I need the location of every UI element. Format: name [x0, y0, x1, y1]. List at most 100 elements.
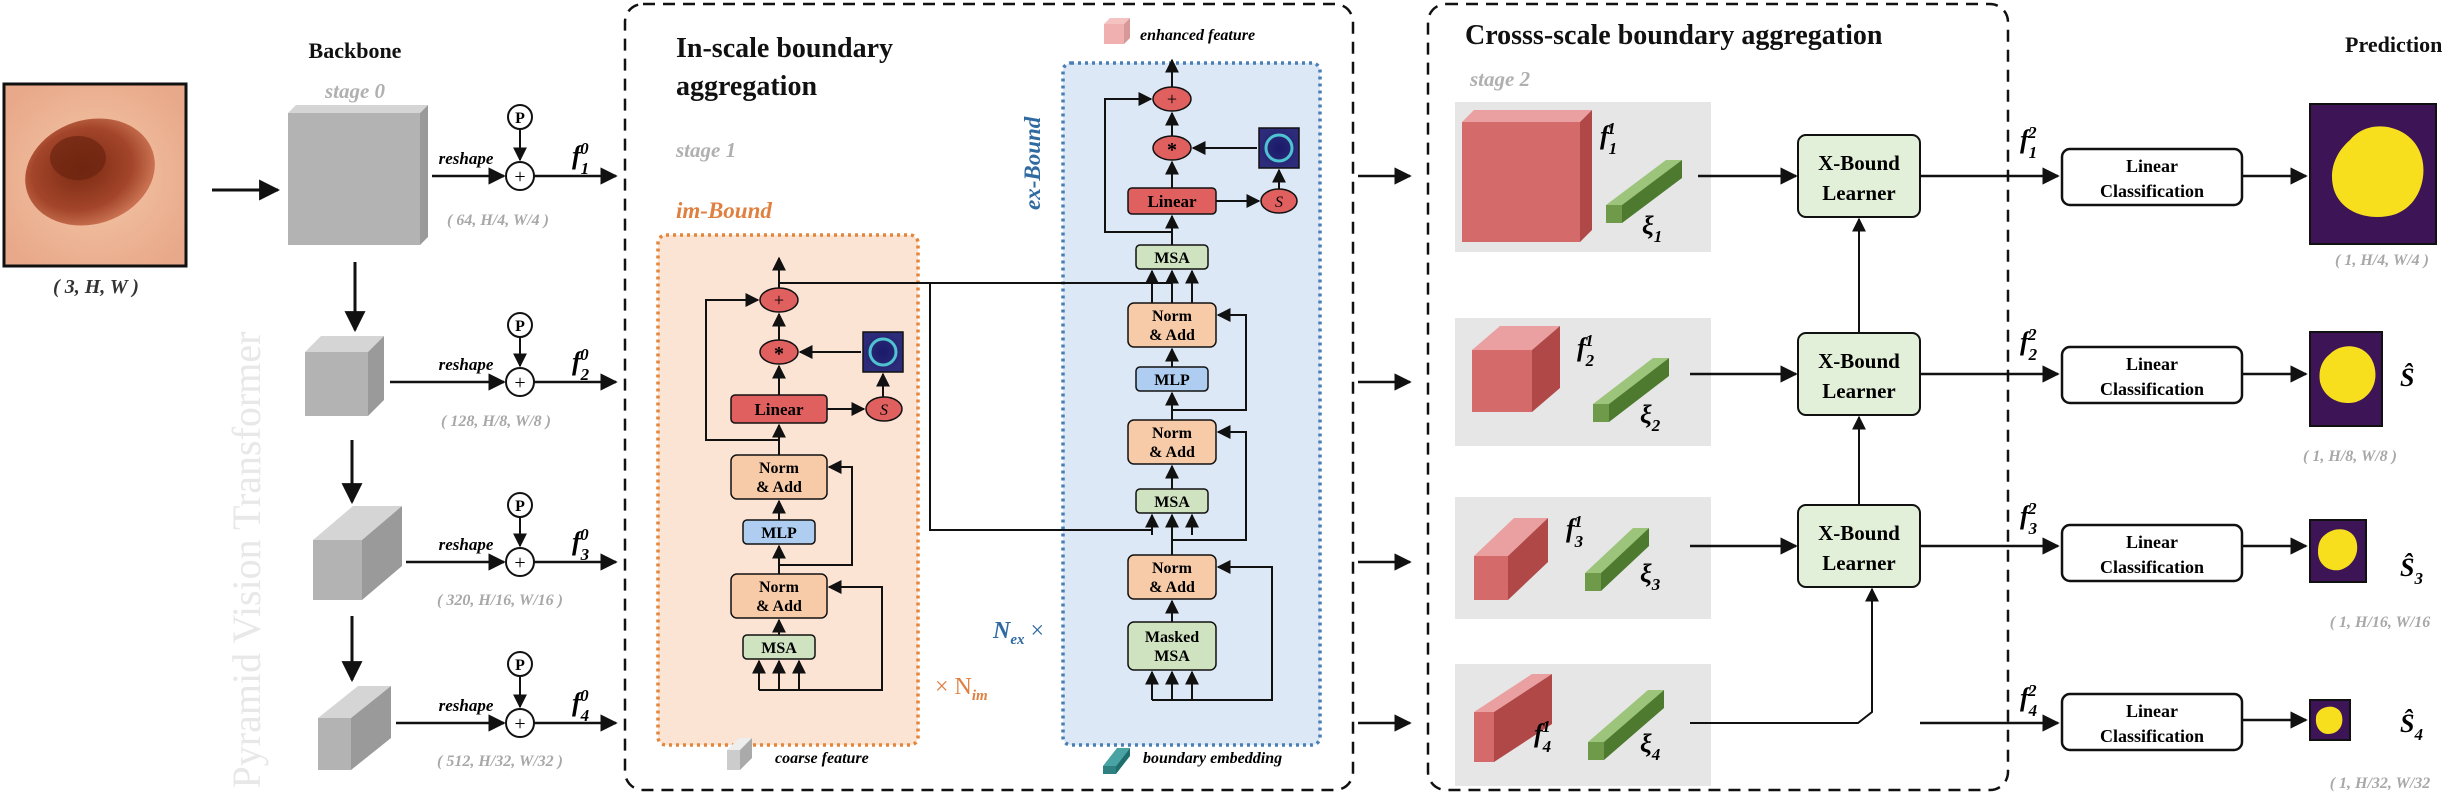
- ex-bound-block: + * Linear S MSA Norm & Add MLP Norm & A…: [1104, 58, 1300, 701]
- pred-dims: ( 1, H/4, W/4 ): [2335, 252, 2429, 269]
- pred-dims: ( 1, H/32, W/32: [2330, 775, 2431, 792]
- cross-f-label-3: f31: [1566, 512, 1584, 551]
- f-label: f10: [572, 139, 589, 178]
- learner-line2: Learner: [1822, 181, 1895, 205]
- pred-f-label: f32: [2020, 499, 2038, 538]
- predictions-title: Predictions: [2345, 32, 2442, 57]
- boundary-embedding-icon: [1103, 748, 1130, 774]
- x-bound-learner-2: X-Bound Learner: [1797, 332, 1921, 416]
- prediction-row-3: f32 Linear Classification Ŝ3 ( 1, H/16, …: [1920, 499, 2430, 631]
- cross-f-label-2: f21: [1577, 331, 1595, 370]
- classifier-line1: Linear: [2126, 532, 2178, 552]
- pred-s-label: Ŝ3: [2400, 553, 2423, 588]
- feat4-to-learner-3: [1690, 587, 1879, 724]
- legend-coarse: coarse feature: [775, 750, 869, 767]
- pred-s-label: Ŝ: [2400, 363, 2414, 392]
- reshape-label: reshape: [439, 355, 494, 374]
- ex-norm-add-3-line2: & Add: [1149, 579, 1195, 596]
- reshape-label: reshape: [439, 535, 494, 554]
- reshape-row-2: P + reshape f20 ( 128, H/8, W/8 ): [390, 312, 618, 430]
- p-symbol: P: [515, 318, 525, 335]
- ex-boundary-ring: [1264, 133, 1294, 163]
- plus-symbol: +: [514, 713, 525, 735]
- im-linear: Linear: [754, 400, 804, 419]
- linear-classification-box: [2060, 692, 2244, 752]
- classifier-line1: Linear: [2126, 354, 2178, 374]
- in-scale-stage-label: stage 1: [675, 138, 736, 162]
- dims-label: ( 64, H/4, W/4 ): [447, 212, 549, 229]
- plus-symbol: +: [514, 552, 525, 574]
- learner-line1: X-Bound: [1818, 521, 1900, 545]
- dims-label: ( 320, H/16, W/16 ): [437, 592, 563, 609]
- ex-s-label: S: [1275, 194, 1283, 211]
- im-s-label: S: [880, 402, 888, 419]
- linear-classification-box: [2060, 523, 2244, 583]
- dims-label: ( 512, H/32, W/32 ): [437, 753, 563, 770]
- f-label: f40: [572, 686, 589, 725]
- pred-s-label: Ŝ4: [2400, 709, 2423, 744]
- p-symbol: P: [515, 110, 525, 127]
- pred-f-label: f22: [2020, 325, 2038, 364]
- learner-line2: Learner: [1822, 551, 1895, 575]
- f-label: f30: [572, 525, 590, 564]
- classifier-line2: Classification: [2100, 557, 2204, 577]
- cross-f-label-1: f11: [1600, 119, 1616, 158]
- pred-f-label: f42: [2020, 681, 2037, 720]
- lesion-blob: [2315, 706, 2343, 734]
- learner-line1: X-Bound: [1818, 349, 1900, 373]
- im-bound-title: im-Bound: [676, 198, 772, 223]
- backbone-cube-1: [288, 105, 428, 245]
- im-repeat-label: × Nim: [935, 674, 988, 704]
- green-token-1: [1606, 160, 1682, 223]
- reshape-label: reshape: [439, 696, 494, 715]
- lesion-blob: [2318, 529, 2358, 571]
- green-token-3: [1585, 528, 1649, 591]
- enhanced-feature-icon: [1104, 18, 1130, 44]
- ex-masked-msa-line2: MSA: [1154, 648, 1190, 665]
- in-scale-panel: [623, 2, 1355, 792]
- backbone-cube-4: [318, 686, 391, 770]
- im-norm-add-1-line2: & Add: [756, 479, 802, 496]
- legend-boundary: boundary embedding: [1143, 750, 1282, 767]
- im-star: *: [774, 343, 784, 365]
- reshape-row-4: P + reshape f40 ( 512, H/32, W/32 ): [396, 651, 618, 770]
- learner-line2: Learner: [1822, 379, 1895, 403]
- pred-dims: ( 1, H/16, W/16: [2330, 614, 2431, 631]
- im-plus: +: [774, 290, 784, 310]
- classifier-line2: Classification: [2100, 726, 2204, 746]
- ex-star: *: [1167, 139, 1177, 161]
- ex-norm-add-3-line1: Norm: [1152, 560, 1193, 577]
- x-bound-learner-3: X-Bound Learner: [1797, 504, 1921, 588]
- learner-line1: X-Bound: [1818, 151, 1900, 175]
- classifier-line1: Linear: [2126, 701, 2178, 721]
- im-boundary-ring: [868, 337, 898, 367]
- cross-scale-title: Crosss-scale boundary aggregation: [1465, 20, 1883, 51]
- ex-msa-mid: MSA: [1154, 494, 1190, 511]
- reshape-label: reshape: [439, 149, 494, 168]
- input-shape-label: ( 3, H, W ): [53, 276, 139, 298]
- im-mlp: MLP: [761, 525, 797, 542]
- backbone-title: Backbone: [309, 38, 402, 63]
- prediction-row-1: f12 Linear Classification ( 1, H/4, W/4 …: [1920, 103, 2437, 269]
- backbone-cube-3: [313, 506, 402, 600]
- cross-scale-stage-label: stage 2: [1469, 67, 1531, 91]
- im-msa: MSA: [761, 640, 797, 657]
- legend-enhanced: enhanced feature: [1140, 27, 1255, 44]
- ex-bound-title: ex-Bound: [1020, 116, 1045, 210]
- ex-masked-msa-line1: Masked: [1145, 629, 1199, 646]
- ex-plus: +: [1167, 89, 1177, 109]
- pred-f-label: f12: [2020, 123, 2037, 162]
- prediction-row-4: f42 Linear Classification Ŝ4 ( 1, H/32, …: [1920, 681, 2430, 792]
- backbone-cube-2: [305, 336, 384, 416]
- lesion-blob: [2331, 126, 2424, 217]
- green-token-4: [1588, 690, 1664, 760]
- ex-norm-add-1-line2: & Add: [1149, 327, 1195, 344]
- dims-label: ( 128, H/8, W/8 ): [441, 413, 551, 430]
- x-bound-learner-1: X-Bound Learner: [1797, 134, 1921, 218]
- f-label: f20: [572, 345, 590, 384]
- plus-symbol: +: [514, 372, 525, 394]
- green-token-2: [1593, 358, 1669, 422]
- classifier-line2: Classification: [2100, 379, 2204, 399]
- im-norm-add-2-line2: & Add: [756, 598, 802, 615]
